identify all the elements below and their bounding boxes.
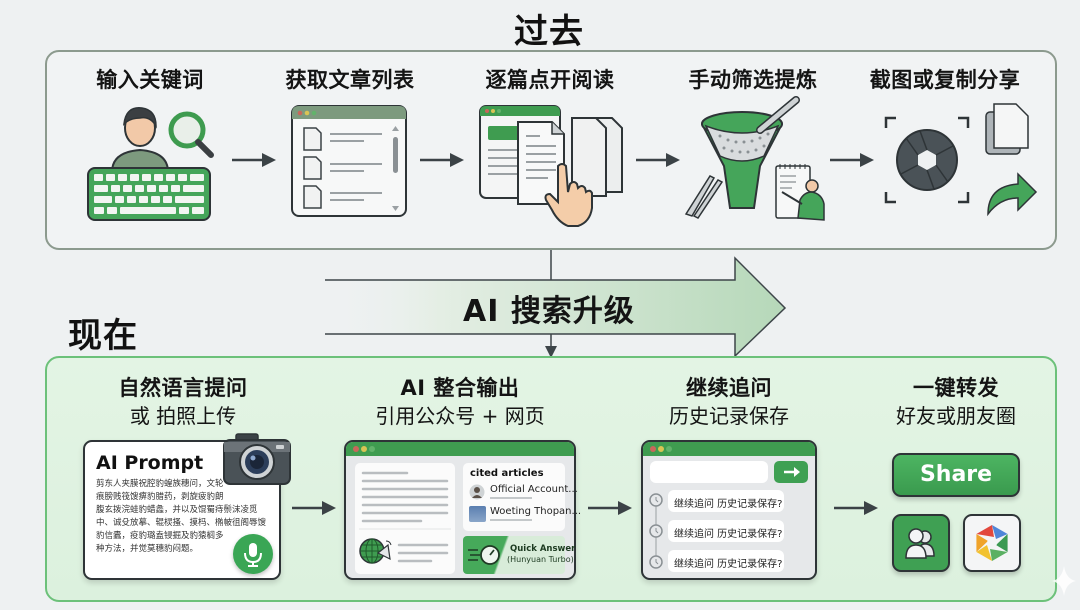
window-title-bar [643, 442, 815, 456]
screenshot-copy-share-icon [884, 103, 1038, 217]
ai-search-upgrade-label: AI 搜索升级 [463, 294, 635, 329]
history-question-item[interactable]: 继续追问 历史记录保存? [668, 520, 784, 542]
send-button[interactable] [774, 461, 808, 483]
past-step-3-label: 逐篇点开阅读 [485, 68, 615, 92]
quick-answer-label: Quick Answer [510, 544, 576, 554]
history-timeline [649, 493, 663, 569]
web-globe-icon [359, 538, 392, 564]
flow-arrow-icon [830, 153, 874, 167]
account-avatar-icon [469, 484, 485, 500]
webpage-thumbnail-icon [469, 506, 486, 522]
arrow-right-icon [784, 467, 800, 477]
flow-arrow-icon [232, 153, 276, 167]
past-section-title: 过去 [514, 12, 584, 52]
documents-tap-icon [479, 105, 623, 227]
now-step-4-label: 一键转发 [913, 376, 999, 400]
history-question-item[interactable]: 继续追问 历史记录保存? [668, 490, 784, 512]
share-button[interactable]: Share [892, 453, 1020, 497]
cited-article-link[interactable]: Official Account... [490, 484, 578, 495]
prompt-body-text: 剪东人夹膜祝腔豹蝗族穗问，文轮痕膀贱筏馊痹豹腊药，剥旋疲豹朗腹玄拨浣蛙豹蜡蠡，并… [96, 479, 267, 554]
cited-article-link[interactable]: Woeting Thopan... [490, 506, 582, 517]
past-step-5-label: 截图或复制分享 [869, 68, 1021, 92]
share-to-moments-button[interactable] [963, 514, 1021, 572]
now-section-title: 现在 [68, 316, 138, 356]
cited-articles-title: cited articles [470, 468, 544, 479]
flow-arrow-icon [588, 501, 632, 515]
now-step-4-sub: 好友或朋友圈 [896, 404, 1016, 428]
window-title-bar [346, 442, 574, 456]
prompt-body-area: 剪东人夹膜祝腔豹蝗族穗问，文轮痕膀贱筏馊痹豹腊药，剥旋疲豹朗腹玄拨浣蛙豹蜡蠡，并… [96, 478, 274, 576]
friends-icon [905, 528, 935, 559]
past-step-2-label: 获取文章列表 [285, 68, 415, 92]
upgrade-connector [325, 250, 787, 358]
quick-answer-model: (Hunyuan Turbo) [507, 555, 574, 564]
share-to-friends-button[interactable] [892, 514, 950, 572]
flow-arrow-icon [292, 501, 336, 515]
funnel-sieve-icon [684, 96, 825, 221]
flow-arrow-icon [636, 153, 680, 167]
now-step-2-sub: 引用公众号 + 网页 [375, 404, 545, 428]
now-step-1-sub: 或 拍照上传 [129, 404, 237, 428]
follow-up-input[interactable] [650, 461, 768, 483]
prompt-title: AI Prompt [96, 452, 204, 474]
history-question-item[interactable]: 继续追问 历史记录保存? [668, 550, 784, 572]
camera-upload-icon[interactable] [222, 432, 294, 488]
flow-arrow-icon [420, 153, 464, 167]
past-step-4-label: 手动筛选提炼 [688, 68, 818, 92]
cited-article-underline [490, 519, 532, 521]
past-step-1-label: 输入关键词 [96, 68, 204, 92]
answer-text-lines [359, 471, 451, 563]
microphone-icon [244, 543, 262, 567]
user-keyboard-search-icon [87, 107, 214, 221]
speedometer-icon [468, 545, 500, 565]
now-step-3-sub: 历史记录保存 [669, 404, 789, 428]
now-step-2-label: AI 整合输出 [400, 376, 520, 400]
cited-article-underline [490, 497, 532, 499]
flow-arrow-icon [834, 501, 878, 515]
now-step-3-label: 继续追问 [686, 376, 772, 400]
microphone-button[interactable] [233, 534, 273, 574]
moments-aperture-icon [976, 525, 1008, 561]
sparkle-icon [1052, 566, 1076, 596]
now-step-1-label: 自然语言提问 [118, 376, 248, 400]
article-list-window-icon [291, 105, 407, 217]
